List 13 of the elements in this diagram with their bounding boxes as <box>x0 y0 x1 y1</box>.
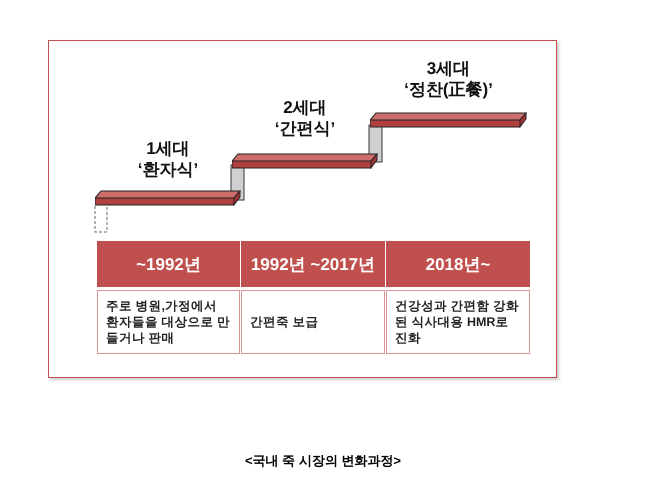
period-header-cell: ~1992년 <box>97 241 240 287</box>
step-label: ‘환자식’ <box>136 159 200 180</box>
step-label: 3세대 <box>426 58 472 79</box>
description-cell: 간편죽 보급 <box>241 290 385 354</box>
caption: <국내 죽 시장의 변화과정> <box>244 452 402 470</box>
step-label: 1세대 <box>145 138 191 159</box>
description-cell: 건강성과 간편함 강화된 식사대용 HMR로 진화 <box>386 290 530 354</box>
period-header-cell: 2018년~ <box>386 241 530 287</box>
step-label: ‘간편식’ <box>274 118 336 139</box>
step-label: ‘정찬(正餐)’ <box>403 79 494 100</box>
description-cell: 주로 병원,가정에서 환자들을 대상으로 만들거나 판매 <box>97 290 240 354</box>
step-label: 2세대 <box>282 97 328 118</box>
period-header-cell: 1992년 ~2017년 <box>241 241 385 287</box>
